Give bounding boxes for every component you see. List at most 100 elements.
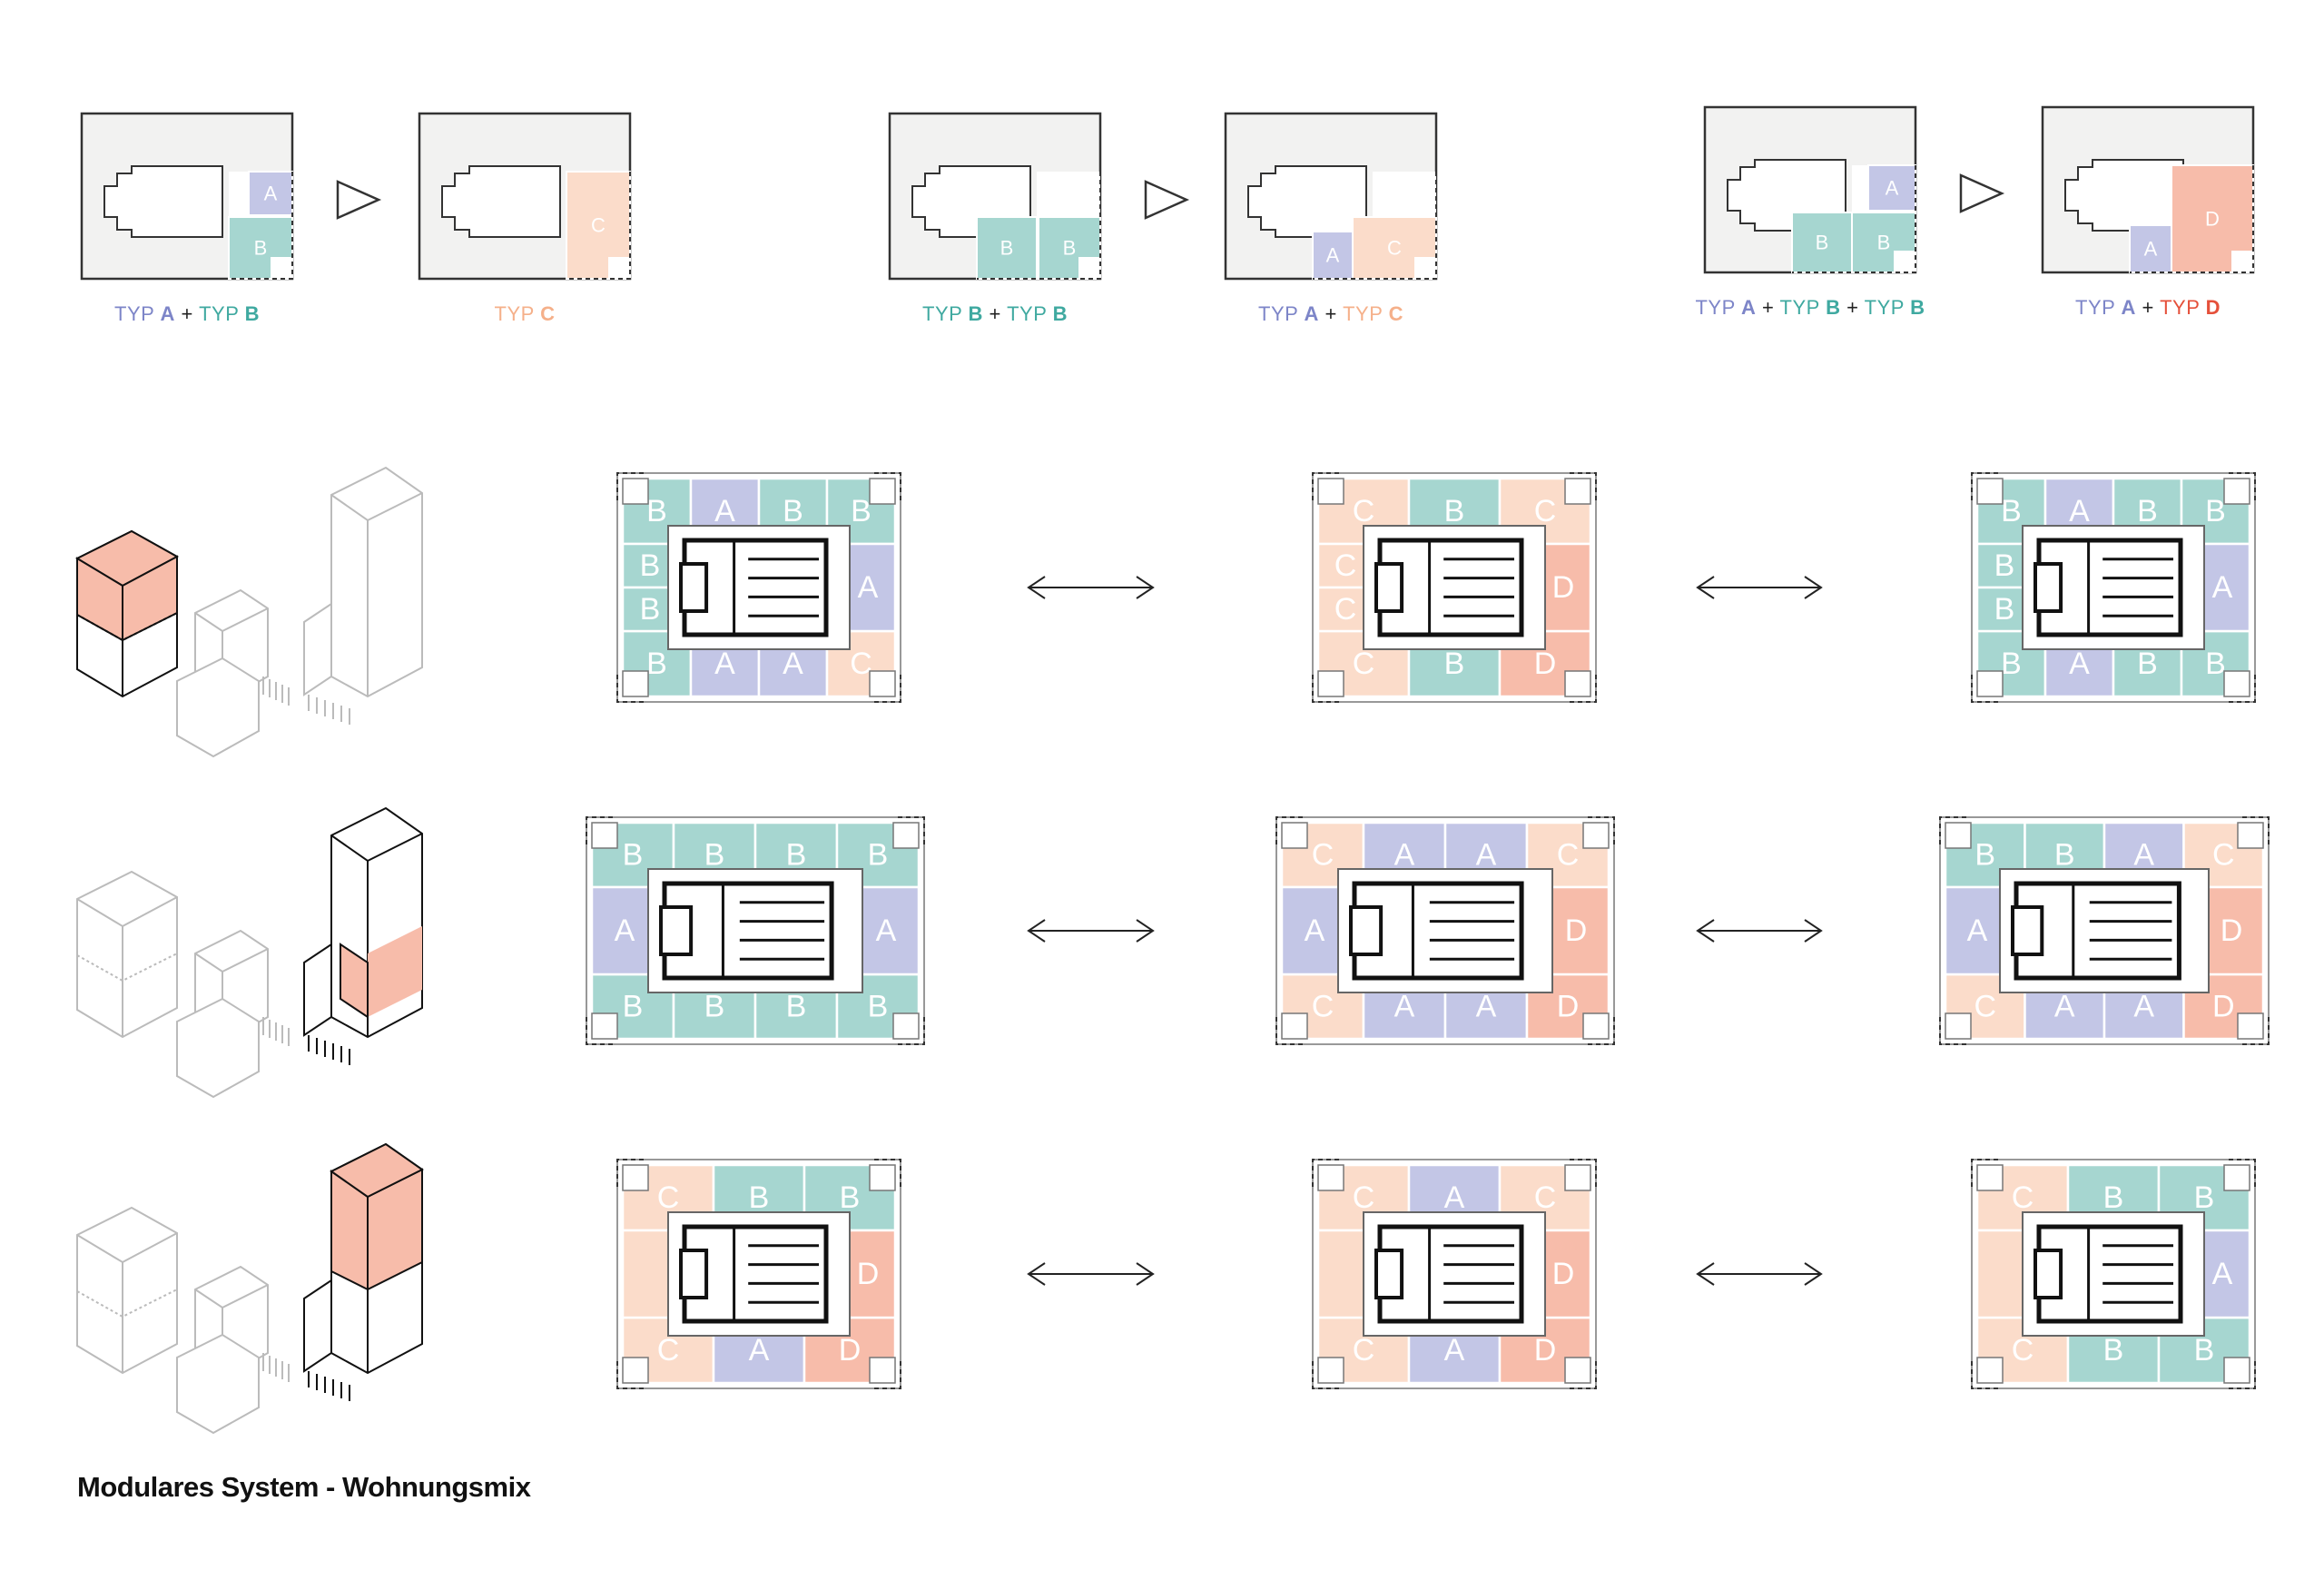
corner-bracket [873, 472, 901, 500]
unit-label: C [1334, 548, 1357, 583]
corner-bracket [1587, 1017, 1615, 1045]
tower [303, 466, 423, 725]
label-part: TYP [1695, 296, 1741, 319]
arrow-triangle [336, 180, 382, 220]
label-part: TYP [1864, 296, 1911, 319]
unit-label: A [714, 647, 735, 681]
unit-label: B [704, 990, 725, 1024]
unit-label: A [1444, 1333, 1465, 1368]
unit-label: D [1565, 913, 1588, 948]
plan-outline [1971, 1159, 2256, 1389]
mini-plan: AB [80, 112, 294, 281]
unit-label: D [839, 1333, 862, 1368]
label-part: + [1756, 296, 1780, 319]
unit-label: A [1394, 990, 1415, 1024]
corner-notch [1317, 670, 1344, 697]
unit-label: D [2212, 990, 2235, 1024]
plan-outline [1939, 816, 2270, 1045]
label-part: B [1826, 296, 1841, 319]
unit-label: C [591, 214, 606, 237]
unit-label: B [786, 838, 807, 873]
double-arrow [1696, 1262, 1823, 1286]
unit-label: B [1974, 838, 1995, 873]
label-part: TYP [1779, 296, 1827, 319]
label-part: A [1304, 302, 1319, 325]
corner-bracket [616, 1361, 645, 1389]
corner-notch [1317, 1357, 1344, 1384]
corner-notch [2223, 1164, 2250, 1191]
label-part: A [160, 302, 175, 325]
corner-bracket [1275, 816, 1304, 844]
unit-label: B [2137, 494, 2158, 528]
unit-label: B [2137, 647, 2158, 681]
unit-label: D [2205, 208, 2220, 231]
unit-label: B [2103, 1333, 2124, 1368]
corner-notch [892, 1012, 920, 1040]
label-part: + [174, 302, 200, 325]
plan-outline [1275, 816, 1615, 1045]
unit-label: A [615, 913, 635, 948]
corner-bracket [616, 472, 645, 500]
corner-bracket [1587, 816, 1615, 844]
corner-notch [1317, 478, 1344, 505]
mini-plan: C [418, 112, 632, 281]
unit-label: A [1394, 838, 1415, 873]
unit-label: A [783, 647, 803, 681]
label-part: D [2205, 296, 2221, 319]
corner-bracket [1569, 675, 1597, 703]
corner-notch [869, 478, 896, 505]
unit-label: A [2069, 647, 2090, 681]
corner-notch [1976, 670, 2004, 697]
combo-label-after: TYP C [495, 302, 556, 326]
double-arrow [1696, 576, 1823, 599]
unit-label: C [1534, 1180, 1557, 1215]
unit-label: D [2221, 913, 2243, 948]
corner-bracket [586, 1017, 614, 1045]
label-part: B [1910, 296, 1925, 319]
core-outline [103, 165, 223, 238]
label-part: TYP [1258, 302, 1305, 325]
corner-bracket [616, 1159, 645, 1187]
unit-label: C [850, 647, 872, 681]
unit-label: B [1816, 232, 1829, 254]
unit-label: B [1877, 232, 1891, 254]
plan-outline [1971, 472, 2256, 703]
corner-bracket [1939, 816, 1967, 844]
corner-notch [1582, 822, 1610, 849]
label-part: + [982, 302, 1008, 325]
corner-bracket [897, 816, 925, 844]
unit-label: D [857, 1257, 880, 1291]
corner-notch [869, 1164, 896, 1191]
combo-label-before: TYP A + TYP B [114, 302, 260, 326]
unit-label: D [1557, 990, 1580, 1024]
unit-label: C [2012, 1333, 2034, 1368]
unit-label: C [1387, 237, 1402, 260]
corner-notch [2237, 822, 2264, 849]
unit-label: B [1444, 647, 1465, 681]
unit-label: A [858, 570, 879, 605]
dashed-edge [1313, 172, 1437, 280]
unit-label: B [786, 990, 807, 1024]
unit-label: A [1886, 177, 1899, 200]
unit-label: B [2103, 1180, 2124, 1215]
unit-label: B [704, 838, 725, 873]
dashed-edge [1792, 165, 1916, 273]
corner-bracket [2228, 675, 2256, 703]
unit-A [2129, 224, 2172, 273]
unit-label: A [2212, 570, 2233, 605]
corner-notch [1976, 478, 2004, 505]
unit-label: A [1476, 838, 1497, 873]
core-outline [2064, 159, 2184, 232]
corner-notch [622, 1164, 649, 1191]
corner-bracket [873, 675, 901, 703]
unit-label: A [714, 494, 735, 528]
corner-notch [1281, 822, 1308, 849]
corner-bracket [2241, 1017, 2270, 1045]
label-part: C [540, 302, 556, 325]
left-block [74, 529, 180, 698]
